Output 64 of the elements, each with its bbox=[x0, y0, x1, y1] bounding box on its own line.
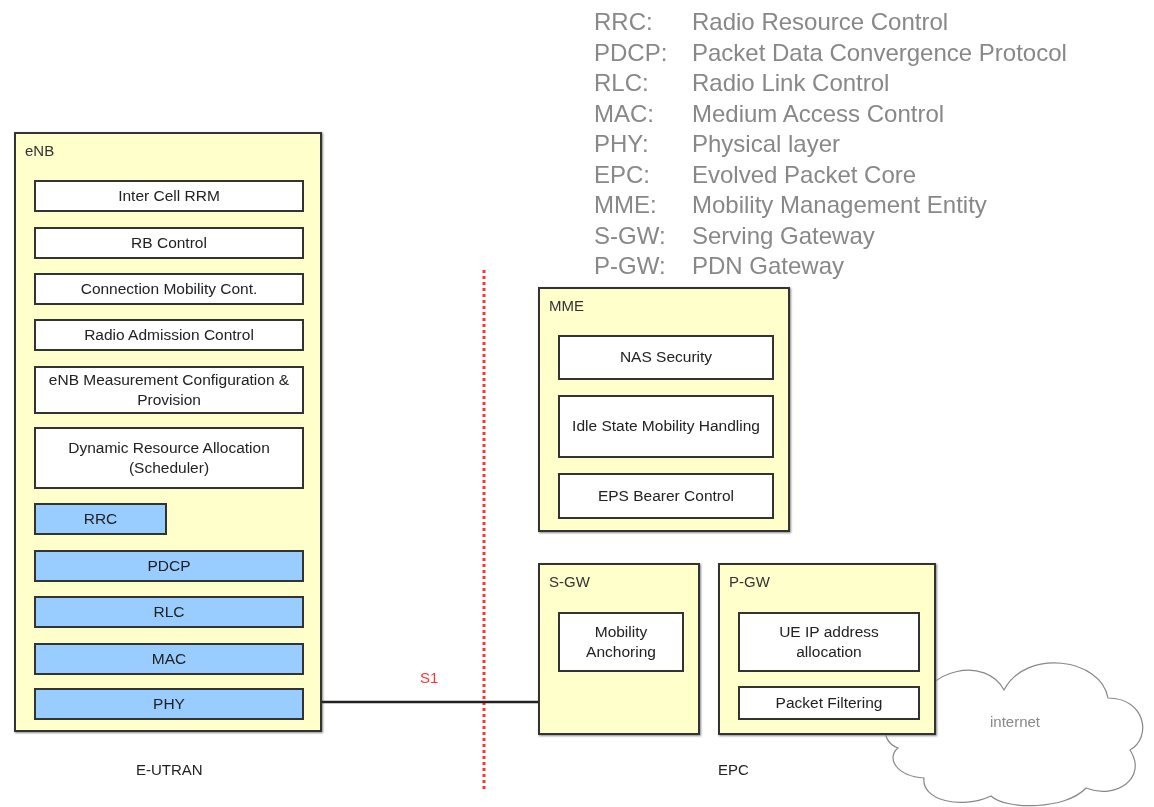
abbreviation: S-GW: bbox=[594, 221, 667, 250]
abbreviation: MAC: bbox=[594, 99, 655, 128]
function-box bbox=[558, 473, 774, 519]
abbreviation: PHY: bbox=[594, 130, 650, 159]
box-label: NAS Security bbox=[618, 347, 714, 368]
box-label: RRC bbox=[82, 508, 119, 529]
abbreviation: PDCP: bbox=[594, 38, 669, 67]
function-box bbox=[34, 427, 304, 489]
function-box bbox=[738, 612, 920, 672]
group-title: eNB bbox=[25, 142, 55, 159]
box-label: EPS Bearer Control bbox=[596, 485, 736, 506]
abbreviation: RRC: bbox=[594, 8, 654, 37]
abbreviation-meaning: Serving Gateway bbox=[692, 221, 876, 250]
group-title: P-GW bbox=[729, 573, 770, 590]
box-label: Dynamic Resource Allocation (Scheduler) bbox=[67, 437, 271, 478]
abbreviation: EPC: bbox=[594, 160, 651, 189]
region-label: EPC bbox=[718, 761, 749, 778]
function-box bbox=[558, 612, 684, 672]
protocol-layer-box bbox=[34, 550, 304, 582]
abbreviation-meaning: Medium Access Control bbox=[692, 99, 946, 128]
group-box bbox=[538, 563, 700, 735]
function-box bbox=[738, 686, 920, 720]
function-box bbox=[34, 273, 304, 305]
group-box bbox=[538, 287, 790, 532]
abbreviation-meaning: Mobility Management Entity bbox=[692, 191, 988, 220]
abbreviation-meaning: Radio Resource Control bbox=[692, 8, 950, 37]
region-label: E-UTRAN bbox=[136, 761, 203, 778]
group-box bbox=[14, 132, 322, 732]
box-label: Mobility Anchoring bbox=[585, 621, 657, 662]
abbreviation: P-GW: bbox=[594, 252, 667, 281]
box-label: Radio Admission Control bbox=[83, 324, 255, 345]
box-label: RB Control bbox=[130, 232, 208, 253]
abbreviation-meaning: Radio Link Control bbox=[692, 69, 891, 98]
function-box bbox=[34, 319, 304, 351]
protocol-layer-box bbox=[34, 688, 304, 720]
box-label: UE IP address allocation bbox=[778, 621, 880, 662]
function-box bbox=[558, 335, 774, 380]
box-label: Connection Mobility Cont. bbox=[79, 278, 259, 299]
box-label: RLC bbox=[152, 601, 186, 622]
cloud-label: internet bbox=[989, 713, 1040, 730]
abbreviation: RLC: bbox=[594, 69, 650, 98]
function-box bbox=[558, 395, 774, 458]
protocol-layer-box bbox=[34, 596, 304, 628]
protocol-layer-box bbox=[34, 643, 304, 675]
connector-line bbox=[322, 700, 538, 704]
protocol-layer-box bbox=[34, 503, 167, 535]
box-label: Inter Cell RRM bbox=[117, 185, 221, 206]
box-label: PDCP bbox=[146, 555, 192, 576]
group-title: S-GW bbox=[549, 573, 590, 590]
function-box bbox=[34, 227, 304, 259]
box-label: MAC bbox=[150, 648, 188, 669]
abbreviation-meaning: PDN Gateway bbox=[692, 252, 846, 281]
function-box bbox=[34, 180, 304, 212]
abbreviation: MME: bbox=[594, 191, 658, 220]
function-box bbox=[34, 366, 304, 414]
box-label: eNB Measurement Configuration & Provision bbox=[47, 369, 291, 410]
box-label: Packet Filtering bbox=[774, 692, 884, 713]
group-title: MME bbox=[549, 297, 584, 314]
abbreviation-meaning: Physical layer bbox=[692, 130, 842, 159]
abbreviation-meaning: Packet Data Convergence Protocol bbox=[692, 38, 1067, 67]
abbreviation-meaning: Evolved Packet Core bbox=[692, 160, 918, 189]
box-label: PHY bbox=[152, 693, 186, 714]
box-label: Idle State Mobility Handling bbox=[571, 416, 761, 437]
group-box bbox=[718, 563, 936, 735]
